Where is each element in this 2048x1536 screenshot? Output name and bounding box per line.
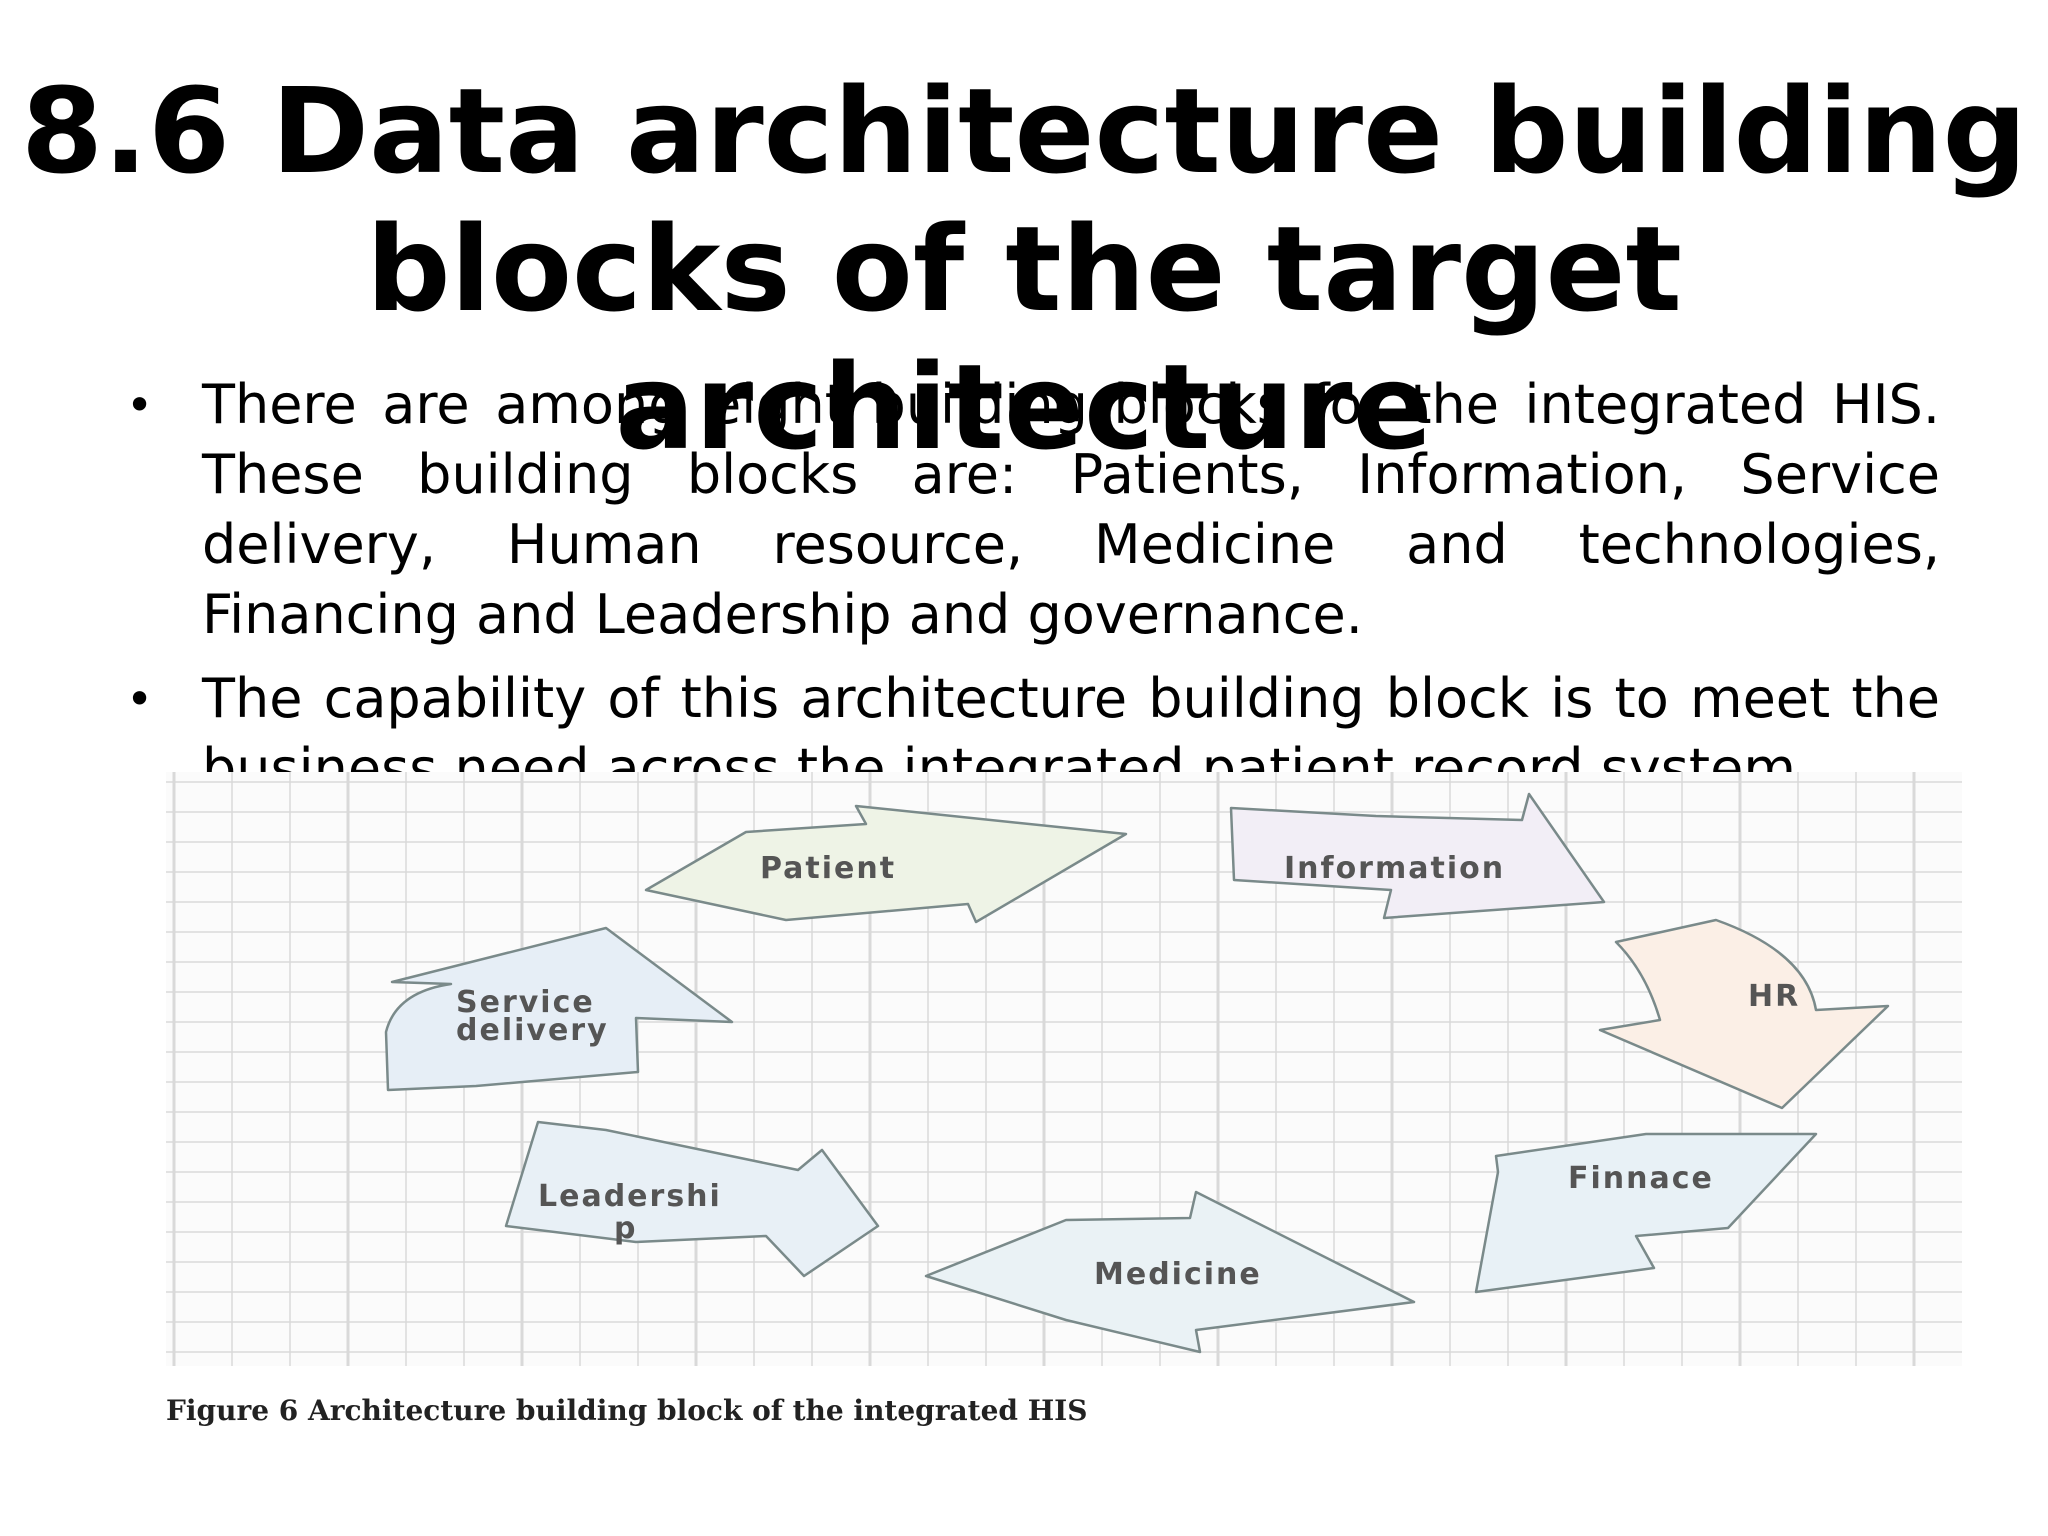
title-line-2: blocks of the target architecture [366, 200, 1682, 476]
information-arrow [1229, 792, 1606, 920]
title-line-1: 8.6 Data architecture building [21, 62, 2027, 200]
service-delivery-label-line-1: Service [456, 985, 595, 1020]
information-label: Information [1284, 851, 1505, 886]
figure-canvas: Patient Information HR Finnace Medicine … [166, 772, 1962, 1366]
finance-label: Finnace [1568, 1161, 1714, 1196]
bullet-item: • The capability of this architecture bu… [118, 664, 1940, 804]
medicine-arrow [924, 1190, 1416, 1354]
service-delivery-label-line-2: delivery [456, 1013, 609, 1048]
architecture-figure: Patient Information HR Finnace Medicine … [166, 772, 1962, 1366]
leadership-label-line-2: p [614, 1211, 637, 1246]
bullet-text: The capability of this architecture buil… [202, 667, 1940, 800]
bullet-text: There are among eight building blocks fo… [202, 373, 1940, 646]
hr-arrow [1598, 918, 1890, 1110]
service-delivery-arrow [384, 926, 734, 1092]
page-title: 8.6 Data architecture building blocks of… [0, 62, 2048, 476]
patient-arrow [644, 804, 1128, 924]
bullet-dot-icon: • [126, 672, 154, 726]
bullet-dot-icon: • [126, 378, 154, 432]
figure-caption: Figure 6 Architecture building block of … [166, 1394, 1088, 1427]
leadership-label-line-1: Leadershi [538, 1179, 722, 1214]
medicine-label: Medicine [1094, 1257, 1262, 1292]
patient-label: Patient [760, 851, 896, 886]
hr-label: HR [1748, 979, 1800, 1014]
finance-arrow [1474, 1132, 1818, 1294]
bullet-list: • There are among eight building blocks … [118, 370, 1940, 818]
bullet-item: • There are among eight building blocks … [118, 370, 1940, 650]
leadership-arrow [504, 1120, 880, 1278]
